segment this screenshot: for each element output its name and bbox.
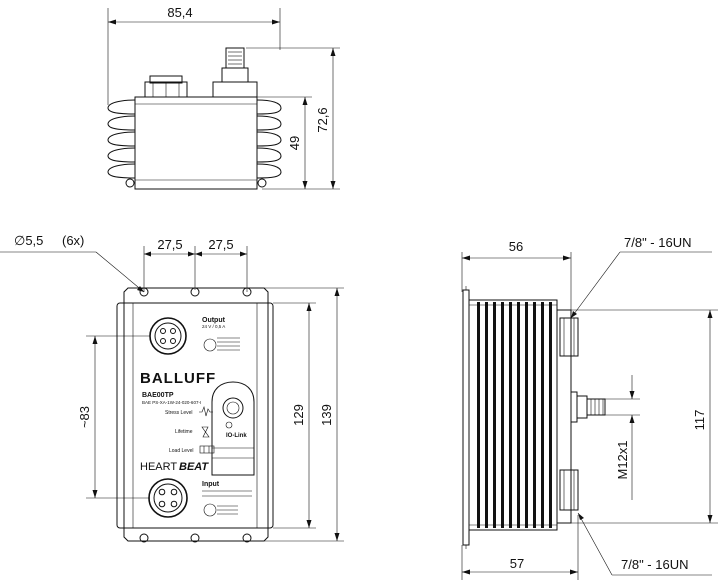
front-view: ∅5,5 (6x) 27,5 27,5 O [0,233,344,543]
spacing-right-dim: 27,5 [208,237,233,252]
side-bottom-width-dim: 57 [510,556,524,571]
part-number: BAE PS-XA-1W-24-020-607-I [142,400,201,405]
hole-dim: ∅5,5 [14,233,43,248]
lifetime-label: Lifetime [175,429,193,435]
thread-top-label: 7/8" - 16UN [624,235,691,250]
side-height-dim: 117 [692,410,707,431]
connector-thread-dim: M12x1 [615,440,630,479]
heartbeat-logo-b: BEAT [179,461,209,473]
stress-level-label: Stress Level [165,410,193,416]
brand-logo: BALLUFF [140,370,216,387]
front-height-outer-dim: 139 [319,404,334,426]
thread-bottom-label: 7/8" - 16UN [621,557,688,572]
load-level-label: Load Level [169,448,193,454]
io-link-label: IO-Link [226,433,247,439]
input-label: Input [202,481,220,488]
side-view: 56 7/8" - 16UN [461,235,718,580]
side-top-width-dim: 56 [509,239,523,254]
top-width-dim: 85,4 [167,5,192,20]
front-height-approx-dim: ~83 [77,406,92,428]
top-view: 85,4 49 72,6 [107,5,340,190]
output-label: Output [202,317,226,324]
heartbeat-logo-a: HEART [140,461,177,473]
top-height-outer-dim: 72,6 [315,107,330,132]
cooling-fins [477,302,552,528]
spacing-left-dim: 27,5 [157,237,182,252]
hole-count: (6x) [62,233,84,248]
top-height-inner-dim: 49 [287,136,302,150]
output-rating: 24 V / 0,5 A [202,324,225,329]
front-height-inner-dim: 129 [291,404,306,426]
model-name: BAE00TP [142,392,174,399]
